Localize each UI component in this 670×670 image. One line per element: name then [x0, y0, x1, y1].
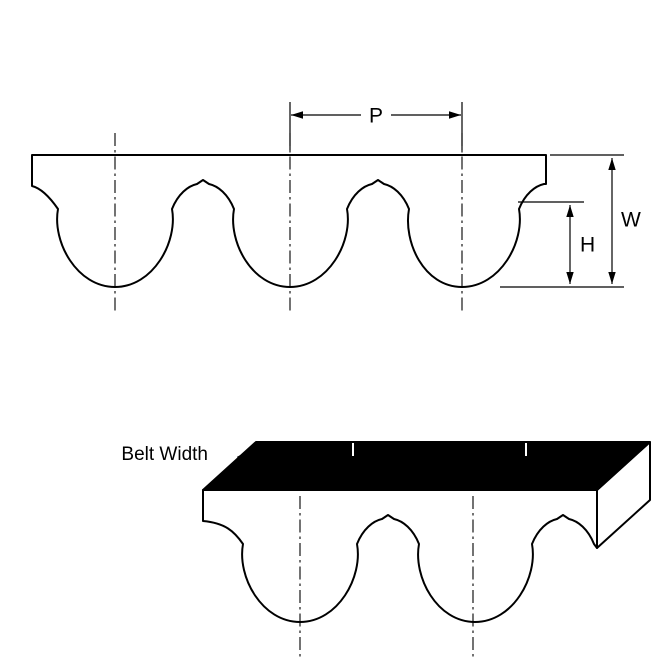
- width-label: W: [621, 209, 641, 232]
- width-dimension: W: [500, 154, 641, 288]
- belt-profile-outline: [31, 154, 547, 288]
- belt-width-arrow: [215, 450, 249, 484]
- belt-width-dimension: Belt Width: [121, 444, 249, 484]
- pitch-label: P: [369, 105, 383, 128]
- belt-front-profile: [202, 489, 598, 623]
- profile-view: P W H: [31, 102, 641, 311]
- belt-top-face: [202, 441, 651, 491]
- isometric-view: Belt Width: [121, 441, 651, 659]
- height-dimension: H: [518, 201, 595, 284]
- belt-width-label: Belt Width: [121, 444, 208, 465]
- pitch-dimension: P: [289, 102, 463, 150]
- height-label: H: [580, 234, 595, 257]
